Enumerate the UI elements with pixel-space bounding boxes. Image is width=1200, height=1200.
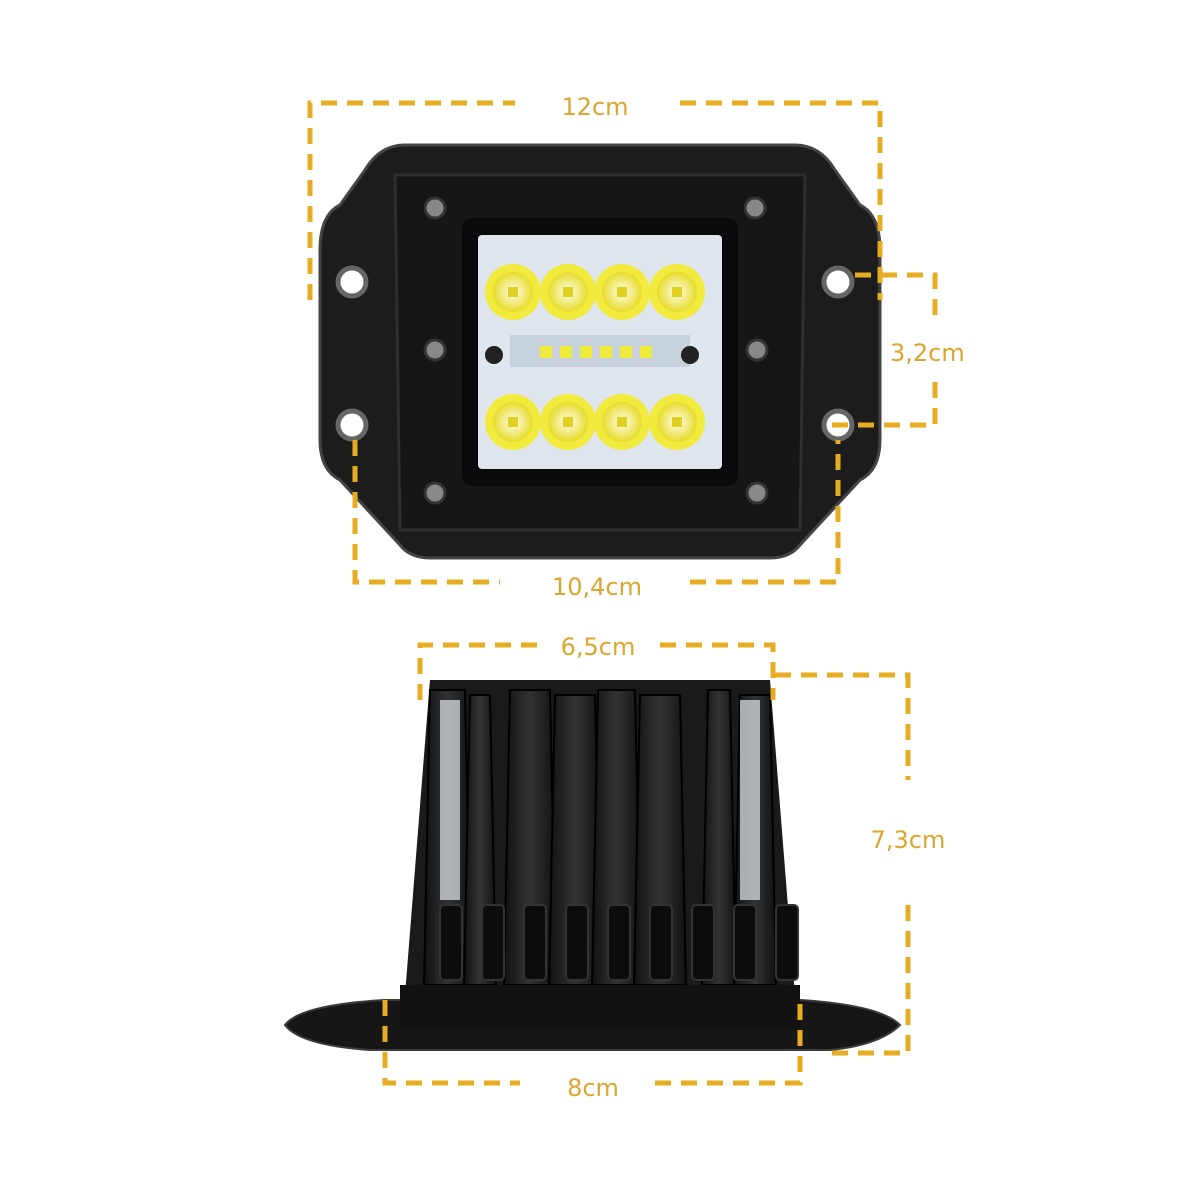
led-lens (594, 394, 650, 450)
fin-slot (523, 904, 547, 981)
label-side-height: 7,3cm (871, 826, 946, 854)
fin-slot (775, 904, 799, 981)
fin-slot (607, 904, 631, 981)
fin-highlight (440, 700, 460, 900)
label-hole-spacing-vertical: 3,2cm (890, 339, 965, 367)
led-lens (594, 264, 650, 320)
led-lens (485, 264, 541, 320)
led-chip (640, 346, 652, 358)
screw-icon (423, 196, 447, 220)
mounting-hole (335, 408, 369, 442)
label-side-base-width: 8cm (567, 1074, 619, 1102)
fin-slot (481, 904, 505, 981)
led-chip (620, 346, 632, 358)
screw-icon (745, 338, 769, 362)
led-chip (560, 346, 572, 358)
mounting-hole (821, 265, 855, 299)
screw-icon (423, 481, 447, 505)
screw-icon (423, 338, 447, 362)
fin-highlight (740, 700, 760, 900)
label-front-width: 12cm (561, 93, 628, 121)
fin-slot (691, 904, 715, 981)
fin-slot (649, 904, 673, 981)
dimension-lines (307, 100, 938, 1086)
side-view-heatsink (283, 680, 902, 1051)
led-chip (580, 346, 592, 358)
label-hole-spacing-horizontal: 10,4cm (552, 573, 642, 601)
fin-slot (439, 904, 463, 981)
front-view-light (318, 143, 882, 560)
fin-slot (565, 904, 589, 981)
led-lens (649, 394, 705, 450)
label-side-top-width: 6,5cm (561, 633, 636, 661)
screw-icon (745, 481, 769, 505)
led-lens (649, 264, 705, 320)
mounting-hole (335, 265, 369, 299)
fin-slot (733, 904, 757, 981)
led-lens (540, 394, 596, 450)
led-chip (540, 346, 552, 358)
led-lens (540, 264, 596, 320)
led-lens (485, 394, 541, 450)
screw-icon (743, 196, 767, 220)
led-chip (600, 346, 612, 358)
